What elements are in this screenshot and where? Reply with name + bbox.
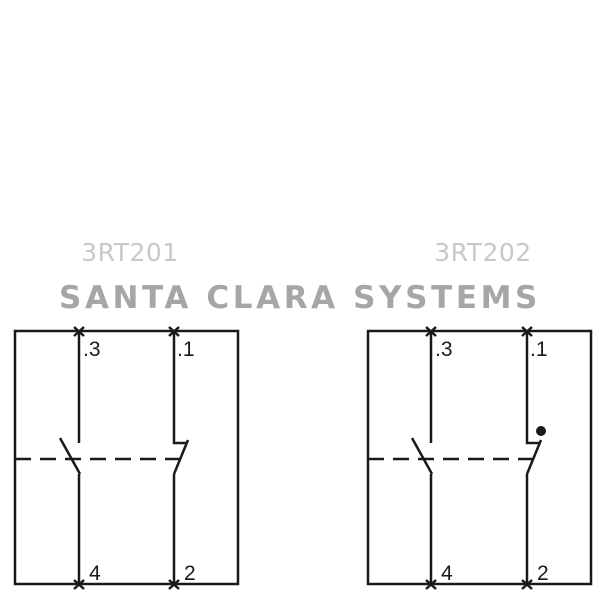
terminal-label-2: 2 (184, 562, 196, 585)
contact-block-3rt201 (13, 329, 240, 586)
terminal-label-4: 4 (441, 562, 453, 585)
terminal-label-4: 4 (89, 562, 101, 585)
frame-box (13, 329, 240, 586)
nc-contact-blade (172, 439, 190, 475)
frame-box (366, 329, 593, 586)
nc-contact-upper-wire (525, 331, 540, 445)
no-contact-blade (410, 437, 434, 475)
terminal-label-1: .1 (530, 338, 548, 361)
model-label-3rt202: 3RT202 (434, 238, 532, 267)
terminal-label-1: .1 (177, 338, 195, 361)
terminal-label-3: .3 (83, 338, 101, 361)
contact-block-3rt202 (366, 329, 593, 586)
contact-dot-icon (536, 426, 546, 436)
terminal-marks-3rt201 (73, 326, 180, 590)
model-label-3rt201: 3RT201 (81, 238, 179, 267)
terminal-label-3: .3 (435, 338, 453, 361)
nc-contact-blade (525, 439, 543, 475)
terminal-marks-3rt202 (425, 326, 533, 590)
nc-contact-upper-wire (172, 331, 187, 445)
watermark-text: SANTA CLARA SYSTEMS (59, 280, 541, 316)
no-contact-blade (58, 437, 82, 475)
terminal-label-2: 2 (537, 562, 549, 585)
